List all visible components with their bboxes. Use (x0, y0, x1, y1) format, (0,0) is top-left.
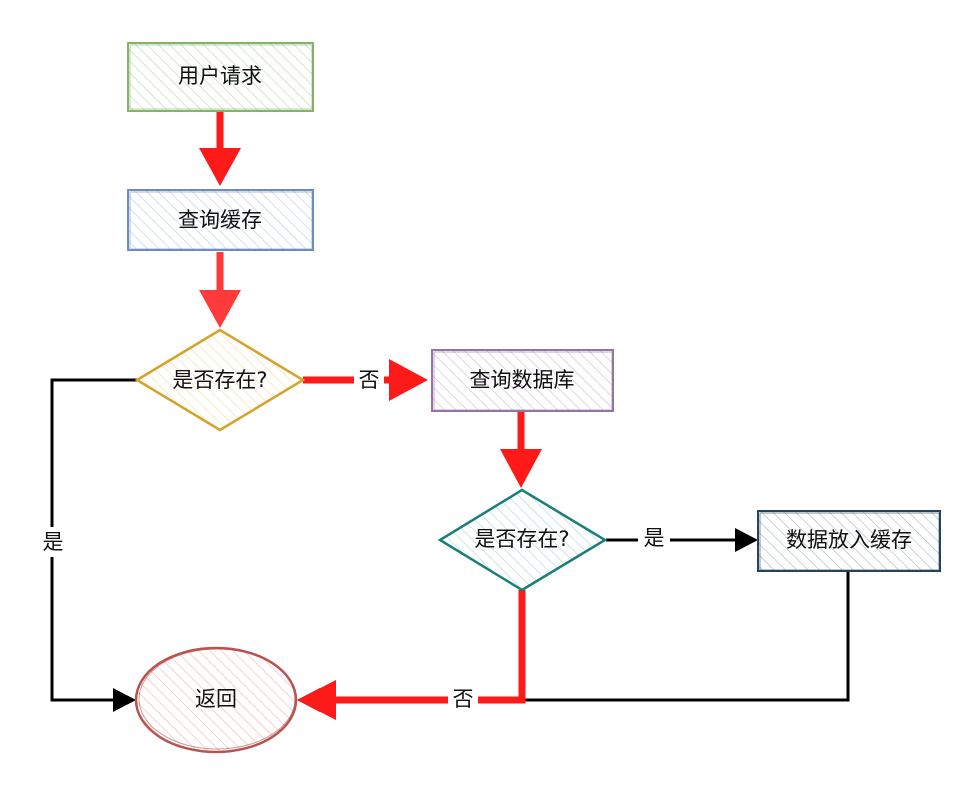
node-return-label: 返回 (195, 687, 237, 711)
node-put-cache: 数据放入缓存 (757, 510, 941, 572)
node-cache-exists: 是否存在? (134, 328, 306, 432)
node-query-cache-label: 查询缓存 (178, 208, 262, 232)
edge-label-db-no: 否 (453, 687, 474, 711)
node-user-request-label: 用户请求 (178, 64, 262, 88)
edge-put-cache-to-return (297, 572, 850, 712)
edge-label-db-yes: 是 (644, 526, 665, 550)
edge-cache-miss: 否 (303, 359, 428, 401)
node-user-request: 用户请求 (127, 42, 314, 112)
node-cache-exists-label: 是否存在? (172, 368, 267, 392)
node-query-cache: 查询缓存 (127, 189, 314, 251)
edge-request-to-cache (199, 112, 241, 186)
node-db-exists: 是否存在? (437, 488, 608, 592)
node-put-cache-label: 数据放入缓存 (786, 528, 912, 552)
node-query-db-label: 查询数据库 (470, 368, 575, 392)
node-return: 返回 (134, 646, 298, 754)
edge-db-hit: 是 (606, 526, 758, 554)
node-query-db: 查询数据库 (431, 349, 614, 412)
edge-label-cache-yes: 是 (43, 530, 64, 554)
node-db-exists-label: 是否存在? (474, 527, 569, 551)
edge-label-cache-no: 否 (359, 368, 380, 392)
edge-cache-hit: 是 (38, 378, 138, 712)
edge-cache-to-check (199, 252, 241, 328)
edge-db-miss: 否 (297, 590, 526, 720)
edge-db-to-check (500, 412, 542, 488)
